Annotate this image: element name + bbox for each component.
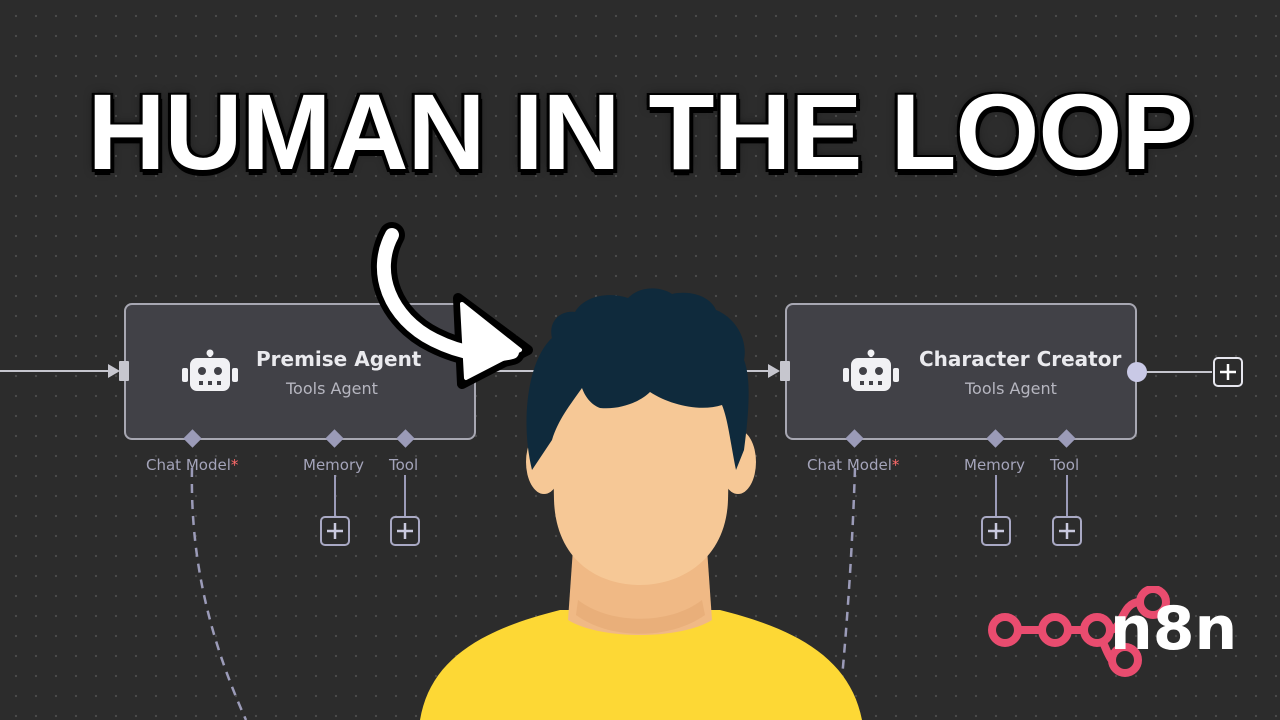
node-character-creator[interactable]: Character Creator Tools Agent — [785, 303, 1137, 440]
node-subtitle: Tools Agent — [286, 379, 378, 398]
headline-title: HUMAN IN THE LOOP — [87, 71, 1194, 192]
n8n-logo-icon — [988, 586, 1170, 677]
tool-port-label: Tool — [1050, 456, 1080, 474]
n8n-wordmark: n8n — [1110, 594, 1238, 664]
arrowhead-icon — [768, 364, 780, 378]
memory-port-label: Memory — [303, 456, 365, 474]
node-title: Premise Agent — [256, 347, 422, 371]
memory-port-label: Memory — [964, 456, 1026, 474]
arrowhead-icon — [108, 364, 120, 378]
chat-model-connection-1 — [190, 467, 248, 720]
chat-model-port-label: Chat Model* — [146, 456, 239, 474]
chat-model-connection-2 — [836, 467, 857, 720]
tool-port-label: Tool — [389, 456, 419, 474]
robot-icon — [843, 349, 899, 391]
node-subtitle: Tools Agent — [965, 379, 1057, 398]
node-title: Character Creator — [919, 347, 1122, 371]
robot-icon — [182, 349, 238, 391]
chat-model-port-label: Chat Model* — [807, 456, 900, 474]
